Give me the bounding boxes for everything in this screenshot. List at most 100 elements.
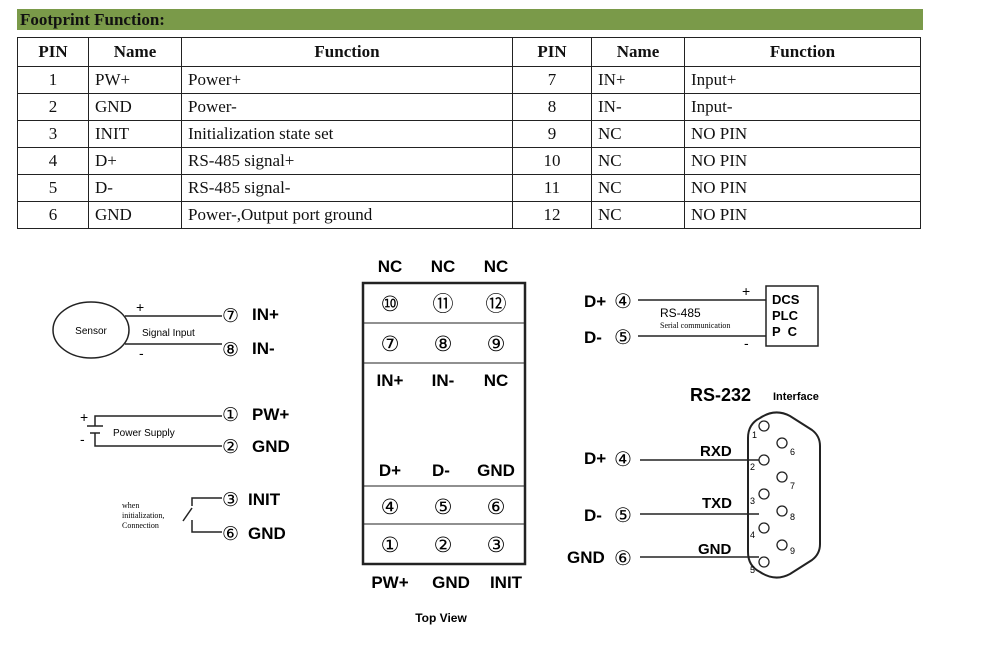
db9-pin-6: 6	[790, 447, 795, 457]
db9-pin-3: 3	[750, 496, 755, 506]
upper-label-in-minus: IN-	[432, 371, 455, 390]
switch-icon	[191, 497, 222, 506]
module-pin11-icon: ⑪	[433, 293, 454, 316]
txd-label: TXD	[702, 495, 732, 512]
rs232-pin6-icon: ⑥	[614, 548, 632, 570]
table-cell: GND	[88, 93, 182, 121]
sensor-plus: +	[136, 299, 144, 315]
pin7-icon: ⑦	[222, 306, 239, 327]
table-cell: IN+	[591, 66, 685, 94]
table-cell: NC	[591, 120, 685, 148]
header-pin-left: PIN	[17, 37, 89, 67]
gnd-label-init: GND	[248, 524, 286, 543]
db9-pin-1: 1	[752, 430, 757, 440]
table-cell: 6	[17, 201, 89, 229]
init-note-line1: when	[122, 501, 139, 510]
pin8-icon: ⑧	[222, 340, 239, 361]
upper-label-nc: NC	[484, 371, 509, 390]
table-cell: NO PIN	[684, 174, 921, 202]
top-label-3: NC	[484, 257, 509, 276]
in-plus-label: IN+	[252, 305, 279, 324]
module-top-view: NC NC NC ⑩ ⑪ ⑫ ⑦ ⑧ ⑨ IN+ IN- NC D+ D- GN…	[361, 257, 527, 625]
module-pin12-icon: ⑫	[486, 293, 507, 316]
section-title: Footprint Function:	[20, 10, 165, 29]
table-cell: NO PIN	[684, 120, 921, 148]
init-note-line3: Connection	[122, 521, 159, 530]
module-pin1-icon: ①	[381, 534, 400, 557]
sensor-minus: -	[139, 345, 144, 361]
power-plus: +	[80, 409, 88, 425]
title-bar: Footprint Function:	[17, 9, 923, 30]
table-cell: RS-485 signal+	[181, 147, 513, 175]
header-name-right: Name	[591, 37, 685, 67]
table-cell: 4	[17, 147, 89, 175]
module-pin10-icon: ⑩	[381, 293, 400, 316]
table-cell: 7	[512, 66, 592, 94]
gnd-label-left: GND	[252, 437, 290, 456]
db9-pin-4: 4	[750, 530, 755, 540]
pin3-icon: ③	[222, 490, 239, 511]
table-cell: 2	[17, 93, 89, 121]
module-pin2-icon: ②	[434, 534, 453, 557]
init-note-line2: initialization,	[122, 511, 164, 520]
table-cell: 8	[512, 93, 592, 121]
rs232-d-minus-label: D-	[584, 506, 602, 525]
table-cell: Input+	[684, 66, 921, 94]
module-pin7-icon: ⑦	[381, 333, 400, 356]
rs485-pin5-icon: ⑤	[614, 327, 632, 349]
rxd-label: RXD	[700, 443, 732, 460]
bottom-label-init: INIT	[490, 573, 523, 592]
box-plc: PLC	[772, 308, 799, 323]
table-cell: Input-	[684, 93, 921, 121]
module-pin3-icon: ③	[487, 534, 506, 557]
rs232-gnd-label: GND	[567, 548, 605, 567]
rs485-minus: -	[744, 335, 749, 351]
module-pin8-icon: ⑧	[434, 333, 453, 356]
table-cell: NC	[591, 147, 685, 175]
pin1-icon: ①	[222, 405, 239, 426]
power-minus: -	[80, 431, 85, 447]
sensor-label: Sensor	[75, 326, 107, 337]
top-label-1: NC	[378, 257, 403, 276]
module-pin5-icon: ⑤	[434, 496, 453, 519]
db9-pin-5: 5	[750, 565, 755, 575]
rs232-d-plus-label: D+	[584, 449, 606, 468]
signal-input-label: Signal Input	[142, 328, 195, 339]
rs232-interface-label: Interface	[773, 391, 819, 403]
top-label-2: NC	[431, 257, 456, 276]
box-pc: P C	[772, 324, 798, 339]
rs485-label: RS-485	[660, 306, 701, 320]
rs232-title: RS-232	[690, 385, 751, 405]
lower-label-d-minus: D-	[432, 461, 450, 480]
sensor-ellipse	[52, 301, 130, 359]
db9-pin-7: 7	[790, 481, 795, 491]
rs232-pin5-icon: ⑤	[614, 505, 632, 527]
lower-label-gnd: GND	[477, 461, 515, 480]
bottom-label-gnd: GND	[432, 573, 470, 592]
db9-pin-9: 9	[790, 546, 795, 556]
table-cell: NC	[591, 201, 685, 229]
table-cell: GND	[88, 201, 182, 229]
rs485-pin4-icon: ④	[614, 291, 632, 313]
module-pin4-icon: ④	[381, 496, 400, 519]
rs485-d-plus-label: D+	[584, 292, 606, 311]
header-function-right: Function	[684, 37, 921, 67]
table-cell: D-	[88, 174, 182, 202]
module-pin6-icon: ⑥	[487, 496, 506, 519]
lower-label-d-plus: D+	[379, 461, 401, 480]
db9-pin-8: 8	[790, 512, 795, 522]
table-cell: 10	[512, 147, 592, 175]
db9-pin-2: 2	[750, 462, 755, 472]
rs485-d-minus-label: D-	[584, 328, 602, 347]
table-cell: 5	[17, 174, 89, 202]
table-cell: NO PIN	[684, 201, 921, 229]
upper-label-in-plus: IN+	[377, 371, 404, 390]
top-view-caption: Top View	[415, 611, 467, 625]
power-supply-label: Power Supply	[113, 428, 175, 439]
bottom-label-pw-plus: PW+	[371, 573, 408, 592]
rs232-gnd-wire-label: GND	[698, 541, 732, 558]
dcs-plc-box	[765, 285, 819, 347]
